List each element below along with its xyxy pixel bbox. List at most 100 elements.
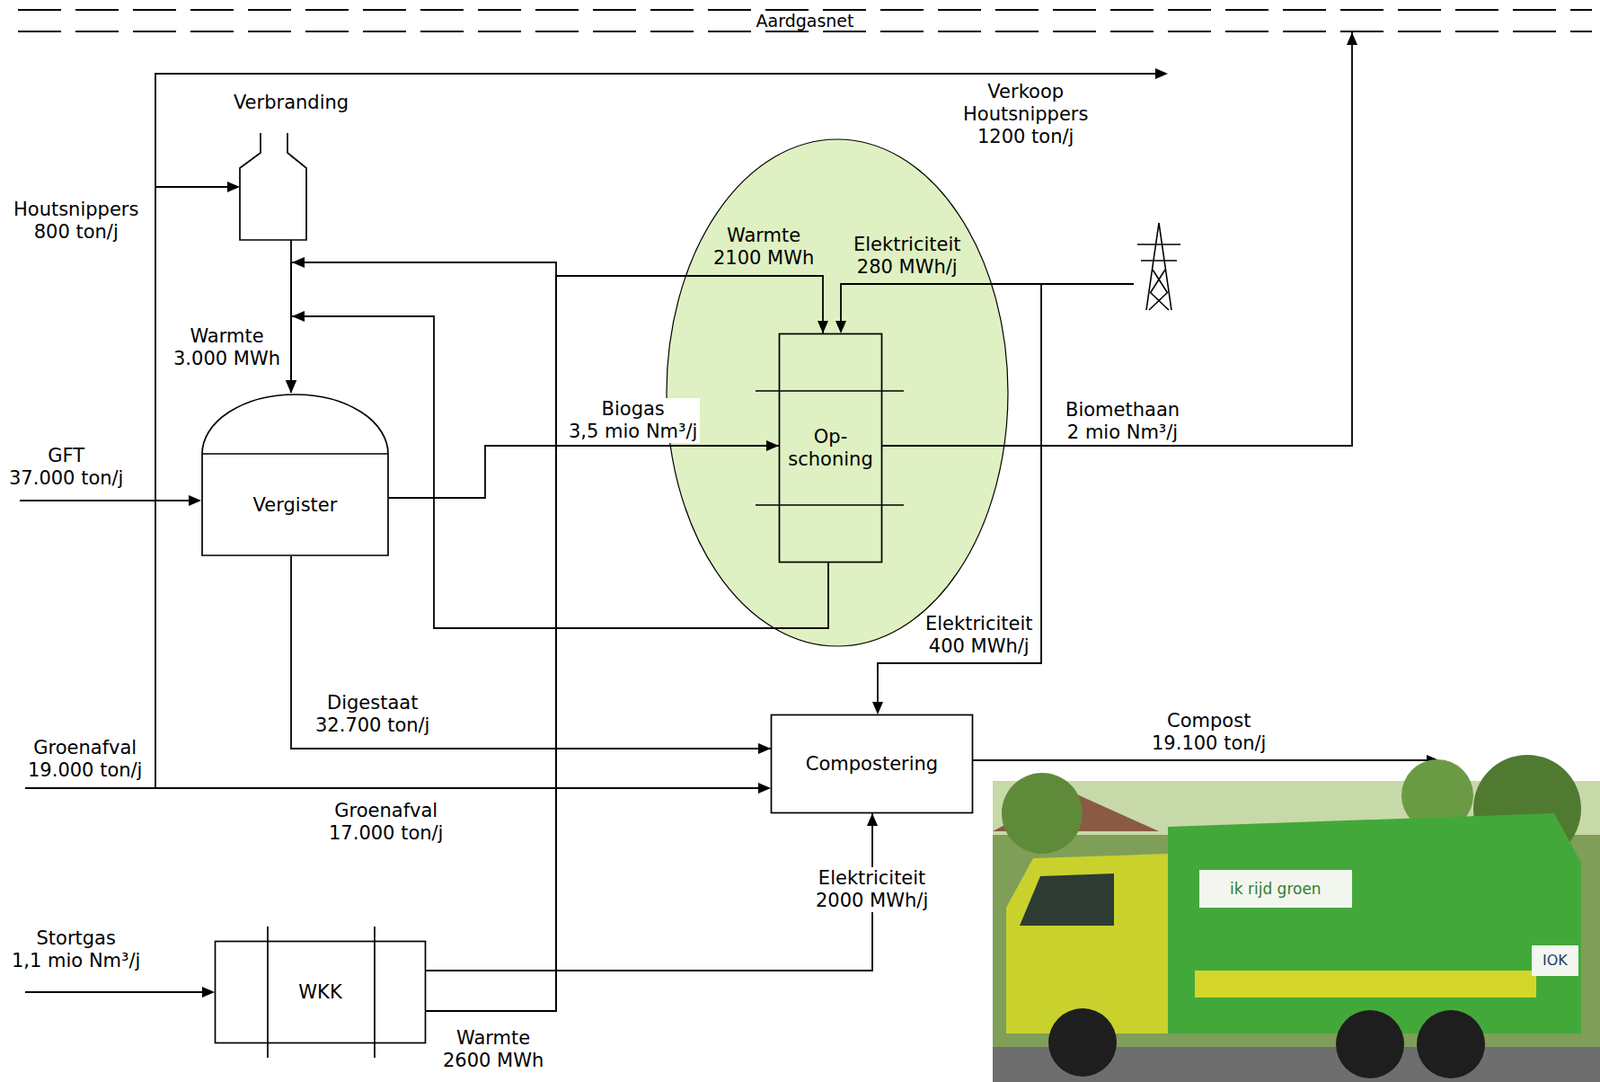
truck-wheel — [1335, 1009, 1405, 1079]
text-line: Digestaat — [315, 691, 430, 715]
flow-label: Elektriciteit 400 MWh/j — [922, 612, 1036, 658]
text-line: 1,1 mio Nm³/j — [11, 949, 141, 973]
text-line: 3.000 MWh — [173, 347, 281, 371]
chp-divider — [266, 926, 269, 1058]
text-line: Warmte — [713, 224, 814, 248]
flow-connector — [425, 813, 878, 971]
incinerator-outline — [239, 132, 307, 240]
flow-label: GFT 37.000 ton/j — [6, 444, 126, 490]
node-text-area: Op- schoning — [778, 333, 883, 563]
column-tray — [755, 503, 904, 506]
wood-chip-sale-line — [155, 73, 1156, 788]
chp-divider — [373, 926, 376, 1058]
arrowhead — [866, 813, 878, 826]
text-line: Biomethaan — [1065, 398, 1180, 422]
node-text-area: WKK — [214, 940, 426, 1044]
photo-ground — [992, 780, 1600, 1082]
arrowhead — [835, 320, 847, 334]
pylon-brace — [1149, 291, 1168, 310]
text-line: Houtsnippers — [963, 103, 1088, 126]
arrowhead — [758, 782, 771, 794]
arrowhead — [817, 320, 829, 334]
text-line: 19.000 ton/j — [27, 759, 142, 782]
text-line: 3,5 mio Nm³/j — [568, 420, 698, 443]
flow-label: Elektriciteit 280 MWh/j — [850, 233, 964, 279]
flow-label: Houtsnippers 800 ton/j — [10, 198, 142, 244]
node-label: Verbranding — [233, 91, 349, 115]
incinerator-node: Verbranding — [210, 89, 372, 240]
text-line: Elektriciteit — [925, 612, 1034, 636]
text-line: 2100 MWh — [713, 247, 814, 270]
node-label: Vergister — [253, 494, 338, 517]
text-line: 37.000 ton/j — [8, 467, 124, 490]
flow-label: Verkoop Houtsnippers 1200 ton/j — [960, 80, 1091, 149]
node-text-area: Vergister — [201, 453, 389, 557]
text-line: schoning — [787, 448, 873, 471]
arrowhead — [1346, 32, 1358, 45]
pylon-brace — [1149, 291, 1169, 310]
text-line: Groenafval — [328, 799, 443, 823]
connector-line — [388, 445, 779, 498]
text-line: Verkoop — [963, 80, 1088, 104]
composting-box: Compostering — [770, 714, 973, 814]
gft-input-line — [19, 499, 189, 502]
text-line: Elektriciteit — [815, 866, 929, 890]
chp-box: WKK — [214, 940, 426, 1044]
tree — [1001, 772, 1083, 854]
flow-label: Biogas 3,5 mio Nm³/j — [565, 397, 700, 443]
flow-label: Warmte 2600 MWh — [440, 1026, 547, 1072]
text-line: Houtsnippers — [13, 198, 139, 221]
pylon-brace — [1150, 269, 1166, 292]
connector-line — [425, 813, 873, 971]
highlight-ellipse — [666, 139, 1008, 646]
flow-label: Groenafval 19.000 ton/j — [25, 736, 145, 782]
text-line: Elektriciteit — [853, 233, 962, 257]
arrowhead — [758, 742, 771, 754]
text-line: 280 MWh/j — [853, 256, 962, 279]
flow-connector — [285, 256, 557, 1011]
flow-connector — [425, 275, 829, 1011]
pylon-legs — [1146, 222, 1172, 310]
chp-outline — [215, 941, 426, 1044]
flow-label: Biomethaan 2 mio Nm³/j — [1062, 398, 1183, 444]
arrowhead — [285, 380, 297, 393]
text-line: 400 MWh/j — [925, 635, 1034, 658]
flow-connector — [388, 440, 779, 498]
flow-label: Elektriciteit 2000 MWh/j — [813, 866, 931, 912]
text-line: 2000 MWh/j — [815, 889, 929, 912]
arrowhead — [766, 440, 779, 451]
text-line: Stortgas — [11, 927, 141, 950]
text-line: 32.700 ton/j — [315, 714, 430, 737]
text-line: 800 ton/j — [13, 220, 139, 244]
connector-line — [425, 275, 823, 1011]
text-line: 2600 MWh — [442, 1049, 544, 1072]
column-tray — [755, 389, 904, 392]
gas-pipe-line — [17, 30, 1592, 33]
flow-label: Warmte 3.000 MWh — [170, 325, 283, 371]
column-outline — [779, 334, 883, 563]
truck-logo-panel — [1531, 945, 1579, 976]
connector-line — [291, 556, 771, 749]
node-text-area: Aardgasnet — [17, 8, 1592, 33]
text-line: Op- — [787, 425, 873, 449]
text-line: Warmte — [173, 325, 281, 348]
arrowhead — [285, 380, 297, 393]
power-to-cleaning-line — [840, 283, 1042, 321]
digester-divider — [202, 452, 389, 455]
truck-cab — [1006, 853, 1168, 1034]
digester-outline — [202, 394, 389, 556]
text-line: Groenafval — [27, 736, 142, 760]
node-shape — [201, 392, 389, 557]
arrowhead — [227, 181, 240, 193]
connector-line — [291, 262, 557, 1011]
landfill-gas-line — [25, 990, 203, 993]
truck-wheel — [1416, 1009, 1486, 1079]
pylon-arm — [1140, 259, 1177, 262]
digester-node: Vergister — [201, 392, 389, 557]
text-line: 1200 ton/j — [963, 125, 1088, 149]
compost-output-line — [972, 759, 1427, 761]
photo-text: ik rijd groen — [1227, 878, 1325, 899]
grid-power-line — [1041, 282, 1134, 285]
